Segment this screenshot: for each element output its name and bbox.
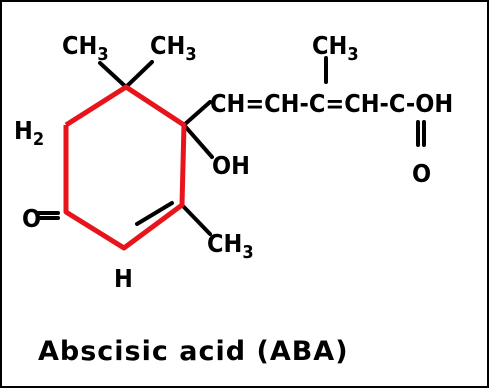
carbonyl-oxygen-label: O [412, 159, 431, 188]
h2-label: H2 [14, 116, 44, 150]
bond-mid-methyl [124, 60, 154, 89]
ch3-side-label: CH3 [312, 31, 359, 65]
ring-double-bond-inner [135, 201, 174, 226]
ketone-oxygen-label: O [22, 204, 41, 233]
bond-oh [182, 123, 214, 159]
ch3-left-label: CH3 [62, 31, 109, 65]
ring-ch3-label: CH3 [207, 229, 254, 263]
black-bonds [36, 56, 426, 236]
hydroxyl-label: OH [212, 151, 250, 180]
ring-h-label: H [114, 264, 133, 293]
ch3-mid-label: CH3 [150, 31, 197, 65]
ring-bonds [63, 84, 187, 251]
caption: Abscisic acid (ABA) [38, 336, 349, 367]
bond-chain-start [182, 100, 212, 127]
bond-left-methyl [98, 61, 128, 89]
side-chain-label: CH=CH-C=CH-C-OH [210, 89, 453, 118]
bond-ring-methyl [180, 203, 212, 236]
